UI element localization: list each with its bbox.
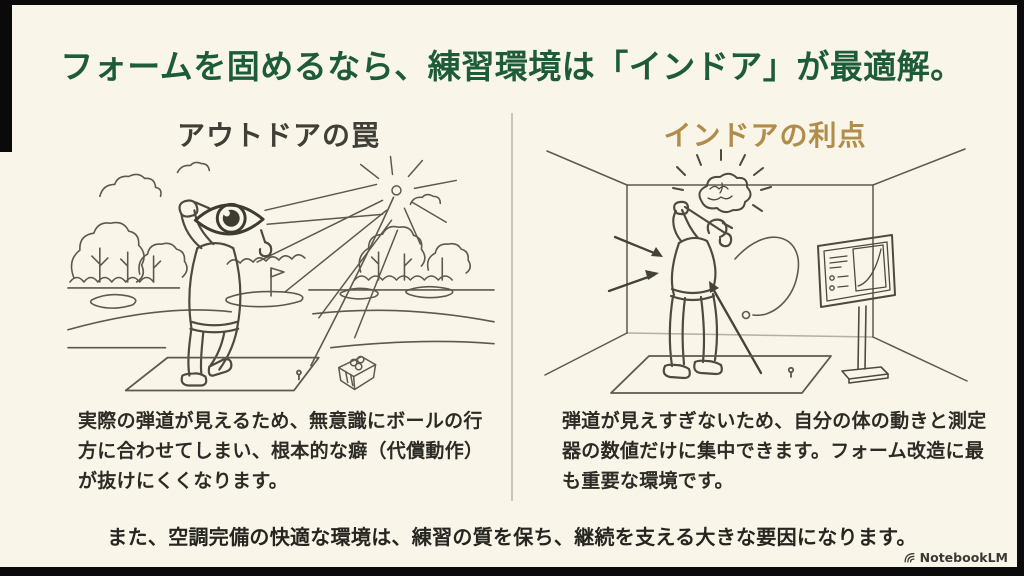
right-column-heading: インドアの利点	[663, 119, 867, 152]
brain-rays	[672, 149, 772, 212]
shoe	[180, 372, 208, 387]
cloud-icon	[99, 173, 162, 198]
tree-trunk	[370, 251, 380, 281]
letterbox-bottom	[0, 567, 1024, 576]
tree-canopy	[426, 242, 471, 274]
indoor-mat	[610, 355, 832, 394]
torso-side	[188, 247, 199, 329]
tree-canopy	[358, 225, 426, 273]
footer-note: また、空調完備の快適な環境は、練習の質を保ち、継続を支える大きな要因になります。	[107, 525, 917, 549]
tree-trunk	[119, 251, 129, 283]
arm	[680, 208, 700, 240]
belt	[189, 327, 240, 334]
bunker	[339, 287, 379, 300]
launch-monitor	[817, 234, 896, 384]
shoulders	[677, 236, 709, 245]
sun-rays	[256, 155, 457, 339]
leg	[699, 295, 706, 364]
tree-trunk	[91, 247, 109, 283]
leg	[711, 292, 719, 362]
bush-row	[69, 276, 155, 283]
arm	[672, 209, 683, 243]
column-divider	[511, 113, 513, 501]
club-head	[258, 241, 273, 258]
letterbox-top	[0, 0, 1024, 5]
monitor-frame	[817, 234, 896, 308]
right-column-body: 弾道が見えすぎないため、自分の体の動きと測定器の数値だけに集中できます。フォーム…	[562, 410, 987, 493]
focus-arrows	[607, 235, 763, 375]
outdoor-golfer	[178, 199, 273, 387]
brain-icon	[698, 172, 752, 214]
tree-trunk	[152, 255, 162, 283]
club-head	[718, 231, 733, 248]
monitor-base	[841, 366, 889, 380]
tree-canopy	[138, 242, 188, 278]
tree-canopy	[70, 221, 145, 283]
bush-row	[226, 254, 306, 265]
chart-box	[852, 244, 887, 292]
letterbox-right	[1017, 0, 1024, 576]
bush-row	[353, 275, 454, 281]
golf-ball	[391, 185, 402, 196]
club-grip	[194, 201, 211, 210]
outdoor-scene	[67, 161, 495, 349]
monitor-stand	[857, 305, 867, 370]
fairway-contour	[329, 340, 495, 349]
flag-icon	[270, 267, 285, 278]
club-shaft	[683, 205, 727, 235]
leg	[218, 327, 239, 371]
shoe	[693, 359, 723, 376]
hitting-mat	[124, 356, 320, 392]
putting-green	[225, 290, 304, 308]
indoor-golfer	[662, 200, 734, 380]
leg	[199, 330, 205, 376]
bunker	[405, 285, 454, 299]
belt	[670, 287, 715, 295]
leg	[187, 327, 193, 377]
room-walls	[544, 148, 968, 382]
fairway-contour	[67, 309, 233, 331]
belt	[190, 320, 239, 327]
cap-brim	[721, 221, 734, 230]
notebooklm-logo-icon	[903, 551, 916, 564]
letterbox-left	[0, 0, 12, 152]
shoe	[662, 363, 691, 380]
page-title: フォームを固めるなら、練習環境は「インドア」が最適解。	[60, 47, 964, 86]
shoe	[207, 358, 233, 377]
leg	[681, 296, 687, 366]
ball-basket	[337, 355, 377, 391]
eye-head-icon	[193, 202, 265, 236]
ball-trajectory	[310, 196, 395, 367]
cloud-icon	[409, 193, 442, 206]
golf-ball	[741, 310, 751, 320]
brand-name: NotebookLM	[919, 550, 1008, 565]
fist	[178, 199, 199, 218]
shoulders	[196, 242, 235, 250]
horizon-line	[67, 287, 495, 291]
leg	[209, 331, 226, 367]
left-column-heading: アウトドアの罠	[176, 119, 380, 152]
belt	[669, 294, 716, 302]
monitor-screen	[823, 241, 891, 302]
club-shaft	[259, 229, 267, 244]
rising-curve	[857, 248, 882, 287]
leg	[668, 294, 675, 368]
bunker	[89, 293, 137, 309]
outdoor-illustration	[62, 152, 500, 402]
cloud-icon	[176, 161, 211, 174]
fairway-contour	[312, 309, 495, 323]
left-column-body: 実際の弾道が見えるため、無意識にボールの行方に合わせてしまい、根本的な癖（代償動…	[78, 410, 484, 493]
monitor-ui	[829, 244, 887, 292]
torso-side	[670, 241, 681, 297]
swing-plane-loop	[734, 236, 800, 320]
gaze-lines	[264, 183, 384, 225]
torso-side	[232, 247, 242, 329]
raised-arm	[180, 213, 203, 250]
brand-mark: NotebookLM	[903, 550, 1008, 565]
indoor-illustration	[538, 145, 990, 403]
